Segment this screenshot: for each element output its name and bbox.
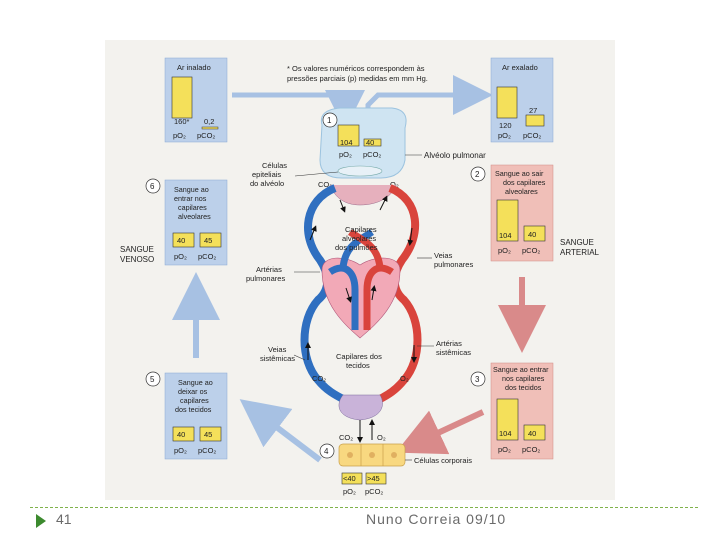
step5-caption: Sangue ao deixar os capilares dos tecido… (175, 378, 215, 414)
label-epiteliais: Células epiteliais do alvéolo (250, 161, 289, 188)
step1-pco2-value: 40 (366, 138, 374, 147)
exhaled-pco2-bar (525, 114, 545, 127)
venous-vessel (300, 184, 347, 404)
step6-number: 6 (150, 182, 155, 191)
exhaled-title: Ar exalado (502, 63, 538, 72)
step4-po2-bar (341, 472, 363, 485)
step5-po2-value: 40 (177, 430, 185, 439)
inhaled-po2-value: 160* (174, 117, 190, 126)
label-celulas: Células corporais (414, 456, 472, 465)
label-co2-top: CO₂ (318, 180, 332, 189)
label-capilares-tecidos: Capilares dos tecidos (336, 352, 384, 370)
alveolus: 1 104 40 pO₂ pCO₂ (319, 107, 407, 179)
heart (321, 257, 401, 339)
step2-pco2-value: 40 (528, 230, 536, 239)
tissue-capillaries (338, 394, 383, 421)
step3-number: 3 (475, 375, 480, 384)
step6-panel: 6 Sangue ao entrar nos capilares alveola… (145, 178, 228, 266)
label-o2-bottom: O₂ (377, 433, 386, 442)
svg-text:pO₂: pO₂ (498, 246, 511, 255)
svg-text:pO₂: pO₂ (174, 446, 187, 455)
svg-text:pO₂: pO₂ (343, 487, 356, 496)
svg-text:pO₂: pO₂ (174, 252, 187, 261)
step2-po2-value: 104 (499, 231, 512, 240)
step6-pco2-value: 45 (204, 236, 212, 245)
exhaled-po2-value: 120 (499, 121, 512, 130)
page-number: 41 (56, 511, 72, 527)
step1-po2-value: 104 (340, 138, 353, 147)
label-alveolo: Alvéolo pulmonar (424, 151, 486, 160)
label-capilares-alveolares: Capilares alveolares dos pulmões (335, 225, 379, 252)
step1-number: 1 (327, 116, 332, 125)
step3-caption: Sangue ao entrar nos capilares dos tecid… (493, 365, 551, 392)
svg-text:pCO₂: pCO₂ (198, 252, 216, 261)
svg-text:pO₂: pO₂ (498, 131, 511, 140)
svg-text:pCO₂: pCO₂ (523, 131, 541, 140)
body-cells: 4 <40 >45 pO₂ pCO₂ (319, 443, 406, 496)
step2-number: 2 (475, 170, 480, 179)
note-text: * Os valores numéricos correspondem às p… (287, 64, 428, 83)
step4-number: 4 (324, 447, 329, 456)
step1-pco2-bar (363, 138, 382, 147)
step3-pco2-value: 40 (528, 429, 536, 438)
svg-text:pO₂: pO₂ (173, 131, 186, 140)
step3-panel: 3 Sangue ao entrar nos capilares dos tec… (470, 362, 554, 460)
exhaled-po2-bar (496, 86, 518, 119)
inhaled-pco2-bar (201, 126, 219, 130)
from-tissue-arrow (239, 399, 322, 463)
svg-text:pCO₂: pCO₂ (522, 246, 540, 255)
label-arterias-pulmonares: Artérias pulmonares (246, 265, 285, 283)
inhaled-title: Ar inalado (177, 63, 211, 72)
svg-text:pCO₂: pCO₂ (198, 446, 216, 455)
author-footer: Nuno Correia 09/10 (366, 511, 507, 527)
svg-text:pCO₂: pCO₂ (365, 487, 383, 496)
arterial-vessel (376, 184, 422, 404)
label-co2-mid: CO₂ (312, 374, 326, 383)
label-o2-top: O₂ (390, 180, 399, 189)
step4-pco2-value: >45 (367, 474, 380, 483)
label-arterias-sistemicas: Artérias sistêmicas (436, 339, 471, 357)
circulation-loop (300, 184, 422, 443)
step2-panel: 2 Sangue ao sair dos capilares alveolare… (470, 164, 554, 262)
step3-po2-value: 104 (499, 429, 512, 438)
svg-text:pCO₂: pCO₂ (197, 131, 215, 140)
step1-number-circle (322, 112, 338, 128)
label-o2-mid: O₂ (400, 374, 409, 383)
label-sangue-venoso: SANGUE VENOSO (120, 245, 156, 264)
step2-caption: Sangue ao sair dos capilares alveolares (495, 169, 547, 196)
step4-pco2-bar (365, 472, 387, 485)
svg-text:pO₂: pO₂ (498, 445, 511, 454)
step6-po2-value: 40 (177, 236, 185, 245)
footer-arrow-icon (36, 514, 46, 528)
step5-panel: 5 Sangue ao deixar os capilares dos teci… (145, 371, 228, 460)
svg-text:pO₂: pO₂ (339, 150, 352, 159)
exhaled-air-panel: Ar exalado 27 120 pO₂ pCO₂ (490, 57, 554, 143)
to-tissue-arrow (395, 409, 485, 455)
svg-text:pCO₂: pCO₂ (363, 150, 381, 159)
inhaled-air-panel: Ar inalado 160* 0,2 pO₂ pCO₂ (164, 57, 228, 143)
exhaled-pco2-value: 27 (529, 106, 537, 115)
footer-divider (30, 507, 698, 508)
label-sangue-arterial: SANGUE ARTERIAL (560, 238, 600, 257)
step5-pco2-value: 45 (204, 430, 212, 439)
step6-caption: Sangue ao entrar nos capilares alveolare… (174, 185, 211, 221)
step5-number: 5 (150, 375, 155, 384)
inhaled-pco2-value: 0,2 (204, 117, 214, 126)
svg-text:pCO₂: pCO₂ (522, 445, 540, 454)
label-veias-sistemicas: Veias sistêmicas (260, 345, 295, 363)
label-co2-bottom: CO₂ (339, 433, 353, 442)
step1-po2-bar (337, 124, 360, 147)
label-veias-pulmonares: Veias pulmonares (434, 251, 473, 269)
epithelial-cells (337, 165, 383, 177)
inhaled-po2-bar (171, 76, 193, 119)
step4-po2-value: <40 (343, 474, 356, 483)
